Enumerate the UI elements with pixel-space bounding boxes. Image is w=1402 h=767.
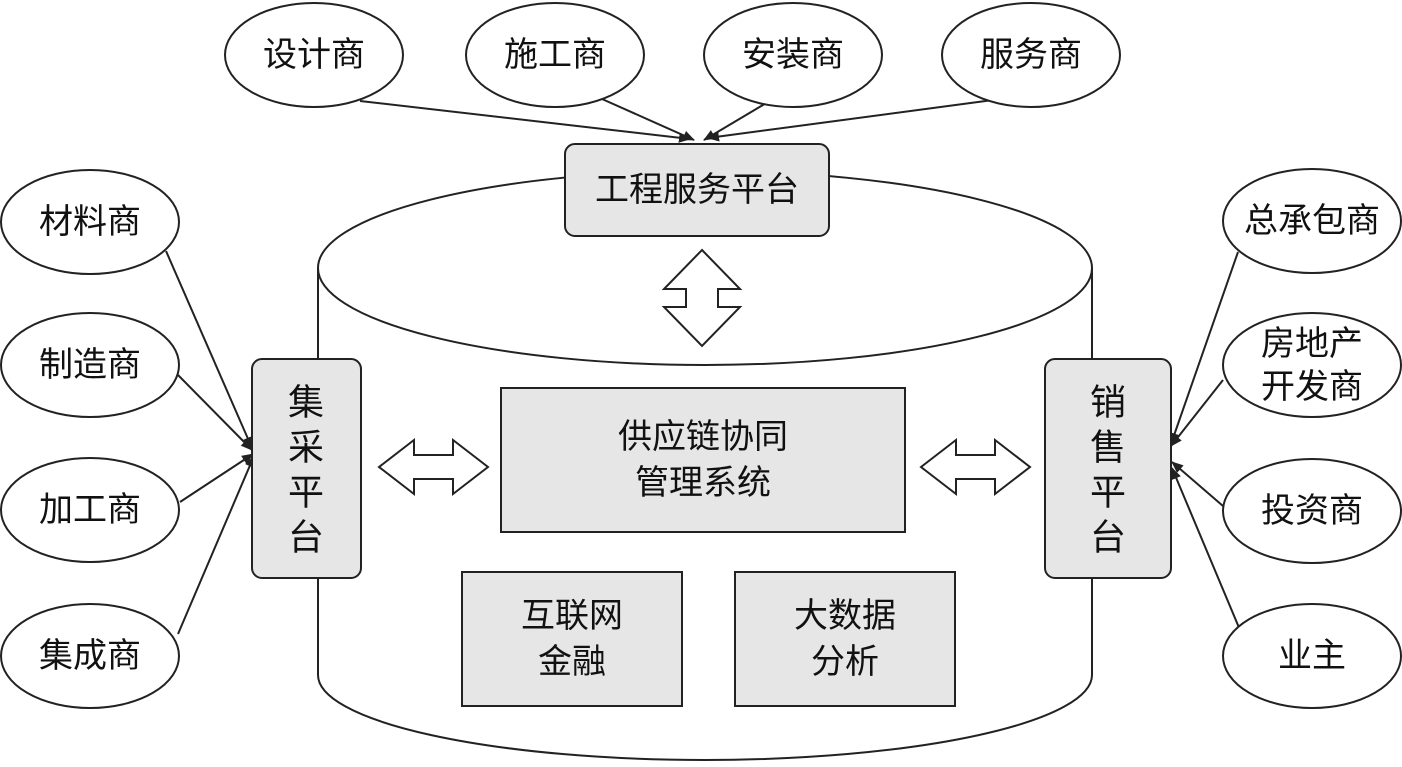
partner-integrator	[0, 603, 180, 709]
partner-designer-label: 设计商	[263, 35, 365, 75]
partner-manufacturer-label: 制造商	[39, 345, 141, 385]
sales-platform-char-3: 平	[1090, 473, 1126, 514]
left-connectors	[165, 250, 255, 635]
sales-platform: 销 售 平 台	[1044, 358, 1172, 579]
top-partners: 设计商 施工商 安装商 服务商	[224, 2, 1121, 108]
core-system-label-line1: 供应链协同	[618, 417, 788, 457]
connector-processor	[179, 453, 254, 503]
sales-platform-char-2: 售	[1090, 428, 1126, 469]
bigdata-module-label-line2: 分析	[811, 642, 879, 682]
left-double-arrow	[377, 437, 490, 497]
partner-processor-label: 加工商	[39, 490, 141, 530]
procurement-platform-char-1: 集	[288, 383, 324, 424]
partner-developer-label-line2: 开发商	[1261, 367, 1363, 407]
partner-constructor	[465, 2, 645, 108]
top-connectors	[359, 98, 994, 143]
finance-module: 互联网 金融	[461, 571, 683, 707]
bigdata-module: 大数据 分析	[734, 571, 956, 707]
partner-developer	[1222, 312, 1402, 418]
partner-general-contractor-label: 总承包商	[1244, 201, 1380, 241]
engineering-platform: 工程服务平台	[564, 143, 830, 237]
partner-developer-label-line1: 房地产	[1261, 324, 1363, 364]
procurement-platform-char-3: 平	[288, 473, 324, 514]
partner-manufacturer	[0, 312, 180, 418]
connector-manufacturer	[177, 374, 253, 451]
connector-owner	[1171, 467, 1241, 631]
procurement-platform-box	[251, 358, 362, 579]
finance-module-label-line1: 互联网	[521, 596, 623, 636]
bigdata-module-label-line1: 大数据	[794, 596, 896, 636]
connector-material	[165, 250, 253, 449]
partner-designer	[224, 2, 404, 108]
core-system-box	[500, 387, 906, 533]
partner-installer	[703, 2, 883, 108]
sales-platform-box	[1044, 358, 1172, 579]
core-system: 供应链协同 管理系统	[500, 387, 906, 533]
connector-service	[707, 99, 994, 142]
connector-integrator	[177, 455, 255, 635]
partner-processor	[0, 457, 180, 563]
connector-constructor	[601, 98, 695, 141]
partner-investor	[1222, 458, 1402, 564]
procurement-platform-char-2: 采	[288, 428, 324, 469]
core-system-label-line2: 管理系统	[635, 463, 771, 503]
partner-material	[0, 169, 180, 275]
bigdata-module-box	[734, 571, 956, 707]
partner-constructor-label: 施工商	[504, 35, 606, 75]
procurement-platform-char-4: 台	[288, 518, 324, 559]
engineering-platform-label: 工程服务平台	[595, 170, 799, 210]
left-partners: 材料商 制造商 加工商 集成商	[0, 169, 180, 709]
procurement-platform: 集 采 平 台	[251, 358, 362, 579]
connector-developer	[1170, 379, 1224, 447]
vertical-double-arrow	[661, 248, 743, 348]
partner-material-label: 材料商	[39, 202, 141, 242]
connector-general-contractor	[1169, 251, 1239, 445]
partner-service-label: 服务商	[980, 35, 1082, 75]
finance-module-box	[461, 571, 683, 707]
sales-platform-char-1: 销	[1090, 383, 1126, 424]
partner-general-contractor	[1222, 168, 1402, 274]
connector-designer	[359, 100, 691, 143]
partner-owner	[1222, 603, 1402, 709]
partner-service	[941, 2, 1121, 108]
sales-platform-char-4: 台	[1090, 518, 1126, 559]
partner-investor-label: 投资商	[1261, 491, 1363, 531]
finance-module-label-line2: 金融	[538, 642, 606, 682]
partner-owner-label: 业主	[1278, 636, 1346, 676]
right-connectors	[1169, 251, 1241, 631]
right-partners: 总承包商 房地产 开发商 投资商 业主	[1222, 168, 1402, 709]
right-double-arrow	[919, 437, 1032, 497]
partner-installer-label: 安装商	[742, 35, 844, 75]
partner-integrator-label: 集成商	[39, 636, 141, 676]
engineering-platform-box	[564, 143, 830, 237]
